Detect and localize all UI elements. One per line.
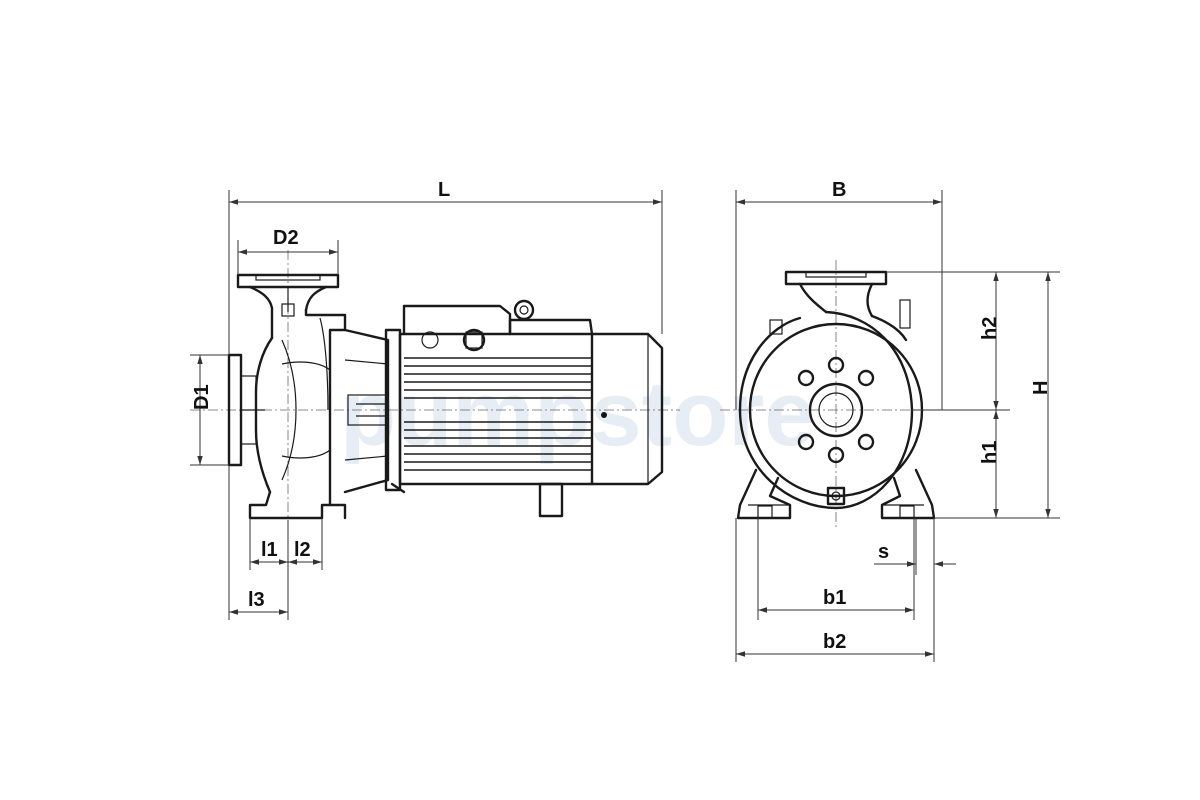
label-s: s xyxy=(878,541,889,563)
label-l3: l3 xyxy=(248,589,265,611)
front-view: B h2 h1 H s xyxy=(720,179,1060,662)
label-l2: l2 xyxy=(294,539,311,561)
label-d1: D1 xyxy=(191,384,213,410)
motor xyxy=(384,299,664,518)
side-view: L D2 D1 l1 l2 l3 xyxy=(190,179,680,620)
dimension-b: B xyxy=(735,179,943,410)
label-l: L xyxy=(438,179,450,201)
discharge-flange xyxy=(236,273,340,340)
label-h-total: H xyxy=(1030,381,1052,395)
suction-flange xyxy=(227,353,265,467)
volute-casing xyxy=(254,308,347,520)
dimension-d2: D2 xyxy=(237,227,339,275)
dimension-l-offsets: l1 l2 l3 xyxy=(228,465,323,620)
dimension-l: L xyxy=(228,179,663,355)
label-d2: D2 xyxy=(273,227,299,249)
dimension-b-feet: b1 b2 xyxy=(735,518,935,662)
label-b: B xyxy=(832,179,846,201)
front-discharge-flange xyxy=(769,270,911,342)
bearing-bracket xyxy=(343,328,390,494)
label-b2: b2 xyxy=(823,631,846,653)
pump-foot xyxy=(248,490,332,520)
label-l1: l1 xyxy=(261,539,278,561)
label-h2: h2 xyxy=(979,317,1001,340)
front-feet xyxy=(736,468,936,520)
dimension-s: s xyxy=(874,518,956,575)
label-h1: h1 xyxy=(979,441,1001,464)
dimension-d1: D1 xyxy=(190,354,229,466)
label-b1: b1 xyxy=(823,587,846,609)
dimension-heights: h2 h1 H xyxy=(886,271,1060,519)
